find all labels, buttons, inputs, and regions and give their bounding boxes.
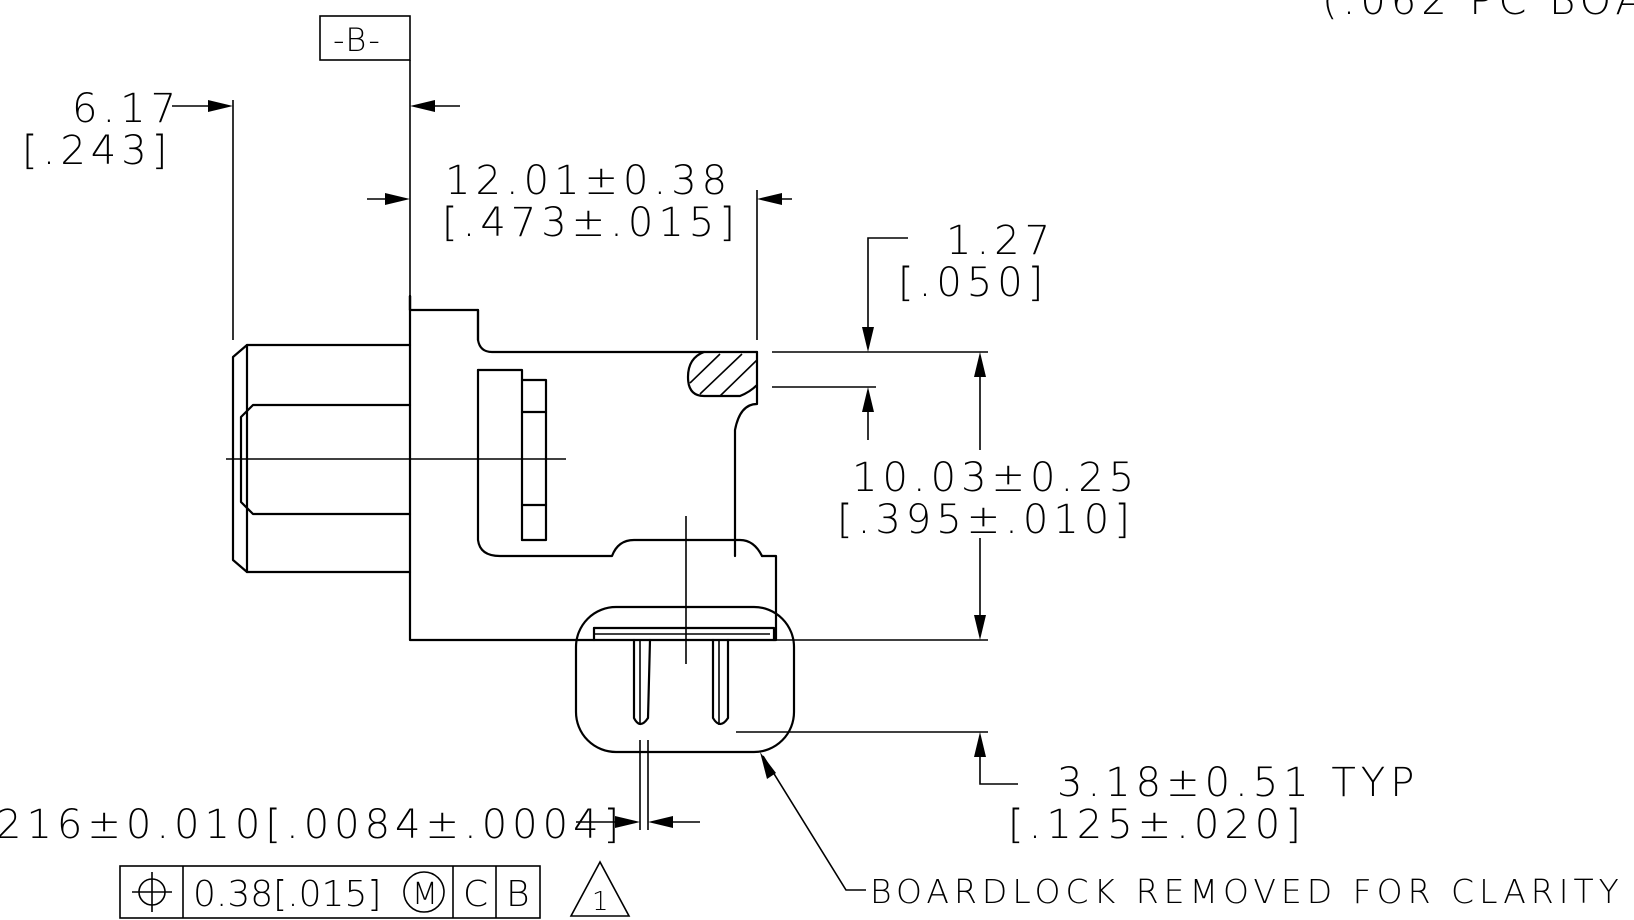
- dimension-12-01: 12.01±0.38 [.473±.015]: [367, 158, 792, 340]
- revision-flag-icon: 1: [569, 860, 631, 917]
- revision-flag-number: 1: [592, 887, 609, 917]
- fcf-modifier: M: [412, 877, 438, 912]
- dim-12-01-in: [.473±.015]: [442, 200, 740, 246]
- dim-10-03-in: [.395±.010]: [837, 497, 1135, 543]
- feature-control-frame: 0.38[.015] M C B: [119, 865, 541, 919]
- dimension-6-17: 6.17 [.243]: [22, 86, 460, 340]
- dim-6-17-in: [.243]: [22, 128, 172, 174]
- datum-b-label: -B-: [333, 21, 382, 59]
- dimension-3-18: 3.18±0.51 TYP [.125±.020]: [736, 731, 1419, 848]
- dim-6-17-mm: 6.17: [72, 86, 181, 132]
- fcf-datum-1: C: [463, 874, 488, 915]
- boardlock-note: BOARDLOCK REMOVED FOR CLARITY: [870, 872, 1624, 911]
- position-tolerance-icon: [132, 872, 172, 912]
- dim-3-18-in: [.125±.020]: [1008, 802, 1306, 848]
- connector-body: [226, 294, 796, 754]
- dim-12-01-mm: 12.01±0.38: [445, 158, 732, 204]
- datum-b-frame: [319, 15, 411, 61]
- dim-1-27-in: [.050]: [898, 260, 1048, 306]
- dim-3-18-mm: 3.18±0.51 TYP: [1057, 760, 1419, 806]
- dim-1-27-mm: 1.27: [946, 218, 1055, 264]
- mmc-modifier-icon: M: [403, 871, 445, 913]
- dimension-pin-width: 216±0.010[.0084±.0004]: [0, 740, 700, 848]
- dimension-1-27: 1.27 [.050]: [772, 218, 1055, 440]
- fcf-tolerance: 0.38[.015]: [193, 874, 381, 915]
- dimension-10-03: 10.03±0.25 [.395±.010]: [776, 352, 1139, 641]
- top-right-note: (.062 PC BOA: [1322, 0, 1634, 24]
- boardlock-leader: BOARDLOCK REMOVED FOR CLARITY: [760, 752, 1624, 911]
- dim-pin-width: 216±0.010[.0084±.0004]: [0, 802, 624, 848]
- fcf-datum-2: B: [506, 874, 530, 915]
- dim-10-03-mm: 10.03±0.25: [852, 455, 1139, 501]
